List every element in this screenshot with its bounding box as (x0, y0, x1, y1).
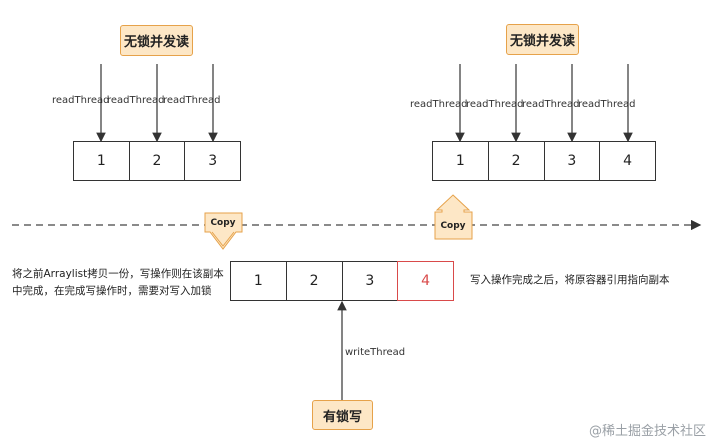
left-read-thread-1: readThread (52, 95, 110, 106)
right-read-thread-3: readThread (522, 99, 580, 110)
copy-array-cell: 2 (287, 262, 343, 300)
copy-down-label: Copy (210, 218, 235, 228)
copy-array-cell: 1 (231, 262, 287, 300)
copy-array-new-cell: 4 (397, 261, 454, 301)
right-no-lock-read-box: 无锁并发读 (506, 24, 579, 55)
copy-array: 1 2 3 4 (230, 261, 454, 301)
left-no-lock-read-box: 无锁并发读 (120, 25, 193, 56)
right-read-thread-4: readThread (578, 99, 636, 110)
watermark: @稀土掘金技术社区 (588, 424, 706, 439)
copy-up-label: Copy (440, 221, 465, 231)
left-array: 1 2 3 (73, 141, 241, 181)
right-array-cell: 3 (545, 142, 601, 180)
reference-switch-note: 写入操作完成之后，将原容器引用指向副本 (470, 274, 670, 286)
left-array-cell: 2 (130, 142, 186, 180)
copy-down-arrow: Copy (204, 212, 243, 250)
copy-note-line-1: 将之前Arraylist拷贝一份，写操作则在该副本 (12, 268, 224, 280)
left-array-cell: 3 (208, 153, 218, 169)
right-array-cell: 4 (623, 153, 633, 169)
right-array-cell: 1 (433, 142, 489, 180)
write-thread-label: writeThread (345, 347, 406, 358)
right-read-thread-2: readThread (466, 99, 524, 110)
left-read-thread-2: readThread (107, 95, 165, 106)
locked-write-label: 有锁写 (322, 409, 362, 425)
copy-up-arrow: Copy (434, 194, 473, 240)
right-array-cell: 2 (489, 142, 545, 180)
locked-write-box: 有锁写 (312, 400, 373, 430)
left-no-lock-read-label: 无锁并发读 (123, 35, 189, 50)
left-array-cell: 1 (74, 142, 130, 180)
right-no-lock-read-label: 无锁并发读 (509, 34, 575, 49)
copy-note-line-2: 中完成，在完成写操作时，需要对写入加锁 (12, 285, 212, 297)
copy-array-cell: 3 (343, 262, 399, 300)
copy-note: 将之前Arraylist拷贝一份，写操作则在该副本 中完成，在完成写操作时，需要… (12, 266, 224, 300)
right-array: 1 2 3 4 (432, 141, 656, 181)
right-read-thread-1: readThread (410, 99, 468, 110)
left-read-thread-3: readThread (163, 95, 221, 106)
